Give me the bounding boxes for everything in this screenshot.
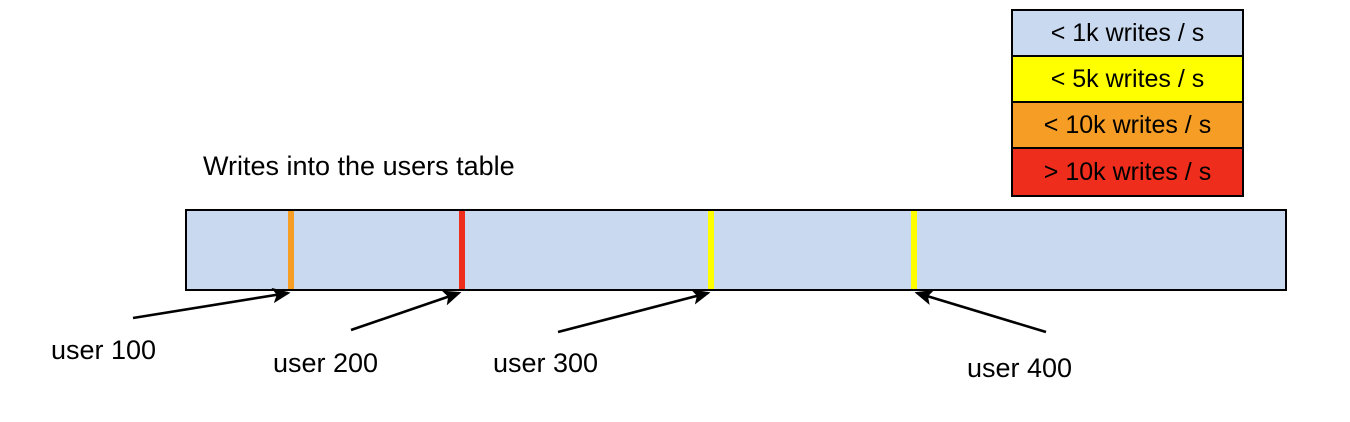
label-user-200: user 200 — [273, 348, 379, 378]
legend-row-over-10k: > 10k writes / s — [1013, 149, 1242, 195]
stripe-user-200 — [459, 211, 465, 289]
arrow-user-100 — [132, 287, 291, 320]
label-user-400: user 400 — [967, 353, 1073, 383]
users-table-bar — [185, 209, 1287, 291]
arrow-user-300 — [557, 289, 711, 334]
legend-label-under-5k: < 5k writes / s — [1050, 64, 1205, 93]
diagram-caption: Writes into the users table — [203, 151, 515, 181]
arrow-user-400 — [914, 290, 1047, 334]
legend-label-over-10k: > 10k writes / s — [1043, 157, 1212, 186]
legend-label-under-1k: < 1k writes / s — [1050, 18, 1205, 47]
stripe-user-300 — [708, 211, 714, 289]
label-user-300: user 300 — [493, 348, 599, 378]
writes-legend: < 1k writes / s < 5k writes / s < 10k wr… — [1011, 9, 1244, 197]
stripe-user-400 — [911, 211, 917, 289]
legend-row-under-1k: < 1k writes / s — [1013, 11, 1242, 57]
arrow-user-200 — [350, 290, 462, 332]
stripe-user-100 — [288, 211, 294, 289]
label-user-100: user 100 — [51, 335, 157, 365]
legend-row-under-10k: < 10k writes / s — [1013, 103, 1242, 149]
legend-row-under-5k: < 5k writes / s — [1013, 57, 1242, 103]
legend-label-under-10k: < 10k writes / s — [1043, 110, 1212, 139]
